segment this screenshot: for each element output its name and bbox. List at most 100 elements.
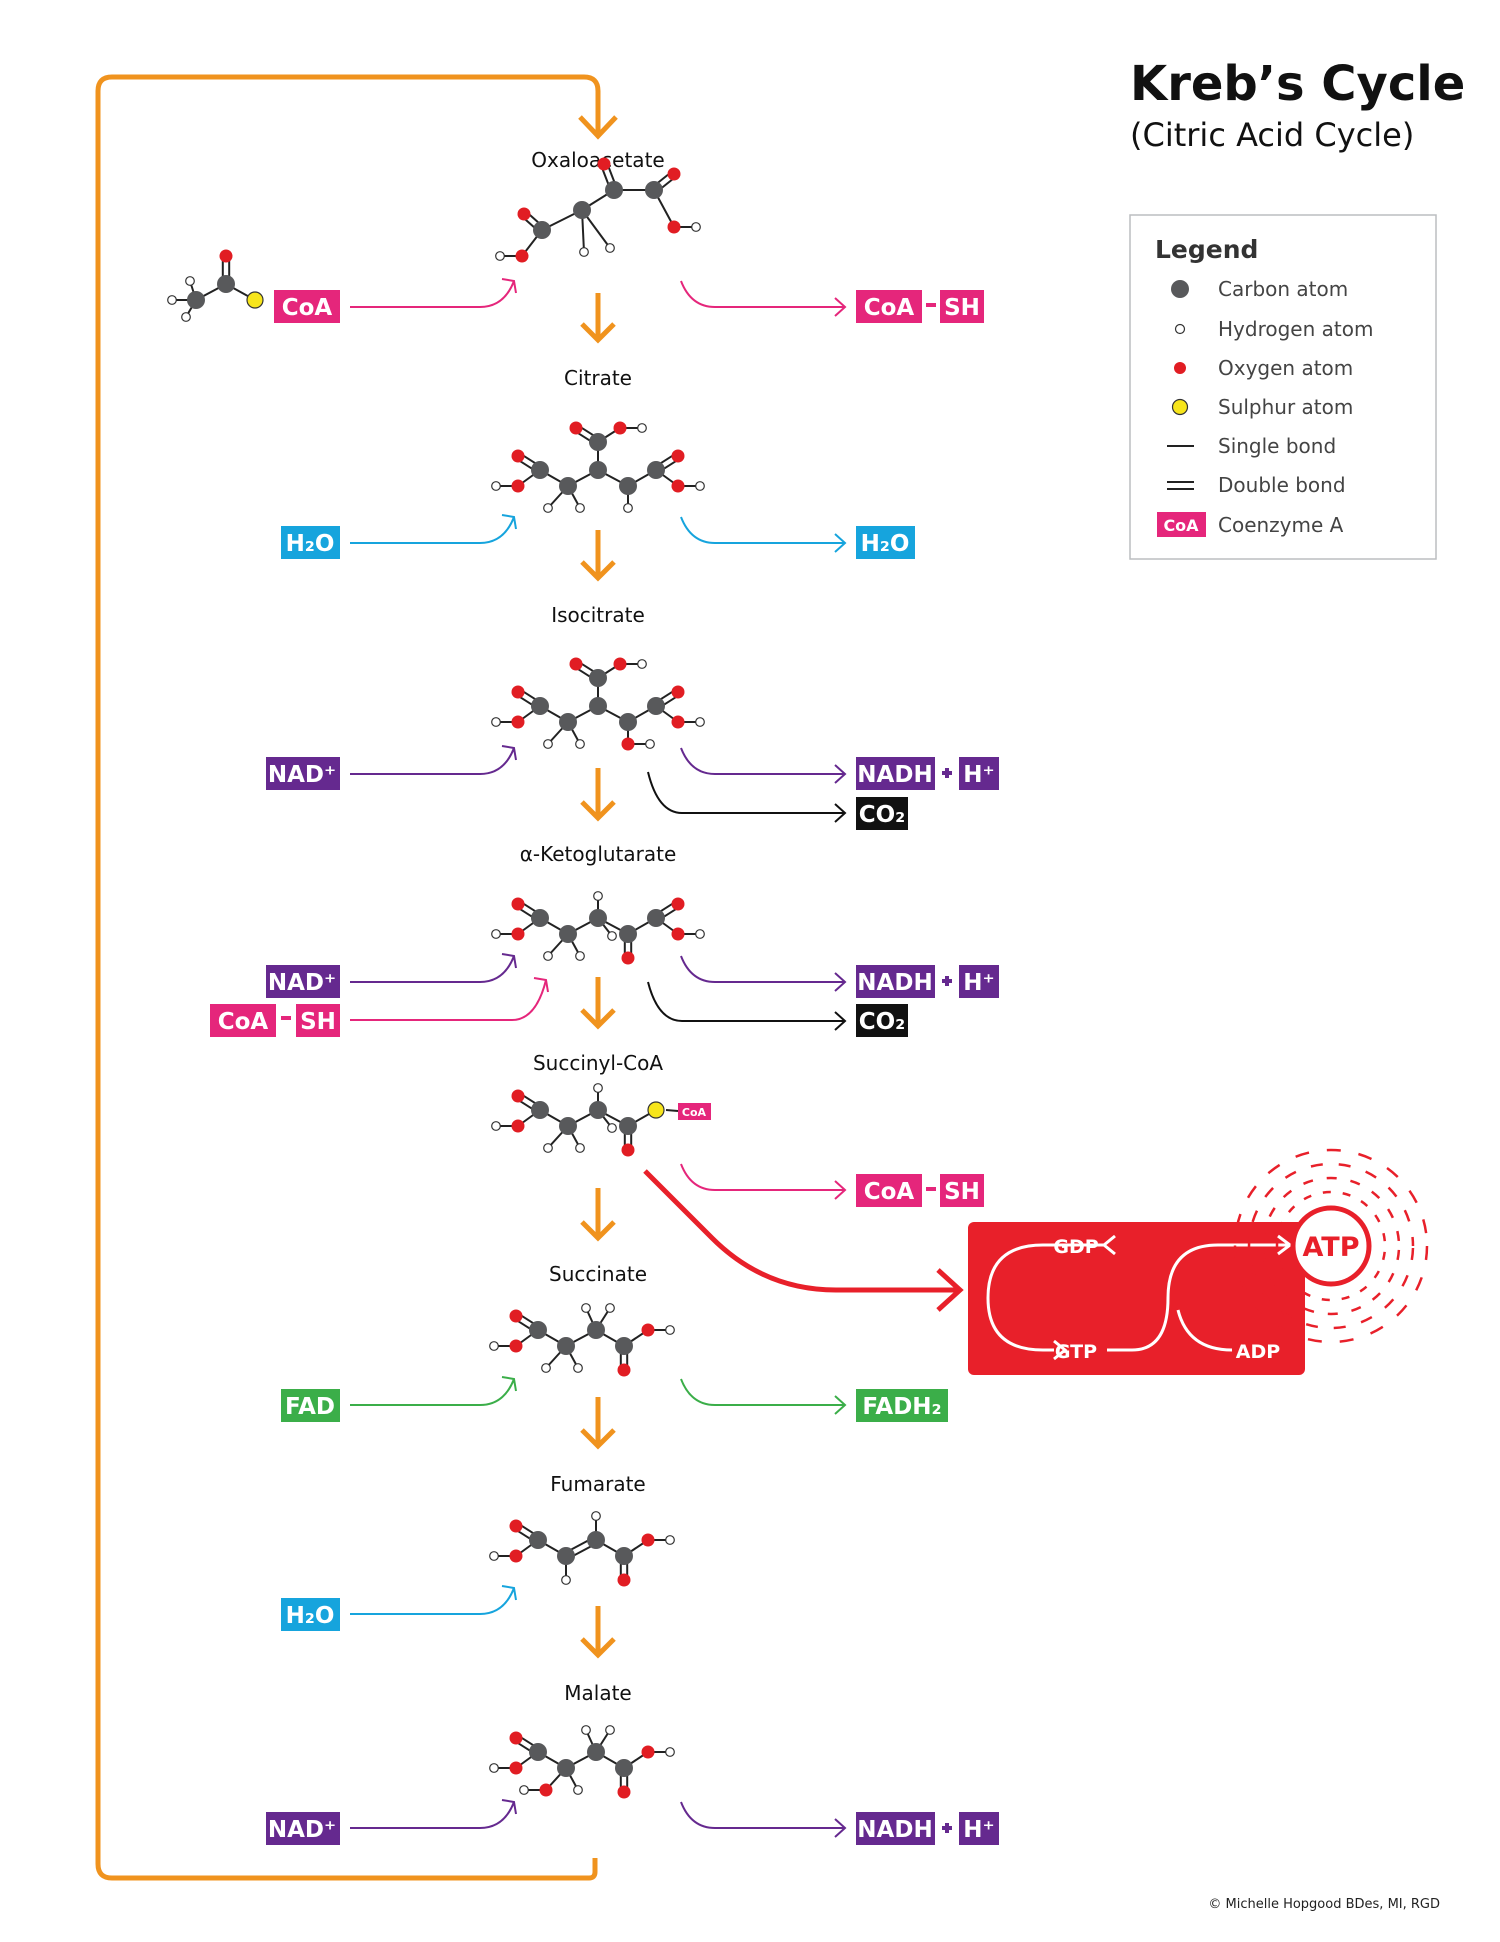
atp-glow-ring [1261,1176,1401,1316]
input-arrow-head [501,1376,517,1392]
carbon-atom [559,1117,577,1135]
gdp-label: GDP [1053,1236,1098,1258]
carbon-atom [647,697,665,715]
subtitle: (Citric Acid Cycle) [1130,116,1414,154]
carbon-atom [559,713,577,731]
input-arrow [350,1378,515,1406]
step-arrow-head [580,1637,616,1659]
carbon-atom [559,925,577,943]
carbon-atom [531,909,549,927]
input-nad-badge-1 [266,757,340,790]
output-arrow [680,955,845,983]
oxygen-atom [509,1549,523,1563]
output-arrow-head [834,803,847,823]
output-h-text-1: H⁺ [963,762,994,788]
input-nad-text-1: NAD⁺ [268,762,336,788]
carbon-atom [619,477,637,495]
acetyl-coa-badge [274,290,340,323]
hydrogen-atom [181,312,191,322]
output-sh-badge-2 [940,1174,984,1207]
hydrogen-atom [491,481,501,491]
carbon-atom [647,909,665,927]
carbon-atom [529,1743,547,1761]
acetyl-coa-structure [167,249,264,322]
succinyl-coa-badge [678,1103,711,1120]
legend-label-single-bond: Single bond [1218,434,1336,458]
input-arrow-head [501,1585,517,1601]
output-arrow-head [834,1180,847,1200]
output-arrow-head [834,1395,847,1415]
hydrogen-atom [623,503,633,513]
carbon-atom [531,1101,549,1119]
input-nad-text-3: NAD⁺ [268,1817,336,1843]
carbon-atom [529,1531,547,1549]
output-plus-v-3 [945,1823,949,1833]
hydrogen-atom [581,1725,591,1735]
hydrogen-atom [575,951,585,961]
carbon-atom [587,1743,605,1761]
step-arrow-head [580,560,616,582]
hydrogen-atom [645,739,655,749]
carbon-atom [589,433,607,451]
gdp-arrowhead [1101,1234,1116,1256]
sulphur-atom-icon [1171,398,1189,416]
hydrogen-atom [607,931,617,941]
atp-glow-ring [1275,1190,1387,1302]
hydrogen-atom-icon [1174,323,1186,335]
oxygen-atom [617,1573,631,1587]
hydrogen-atom [575,503,585,513]
legend: Legend Carbon atom Hydrogen atom Oxygen … [1129,214,1437,560]
output-nadh-text-2: NADH [857,970,932,996]
hydrogen-atom [543,951,553,961]
carbon-atom [559,477,577,495]
step-arrow-head [580,322,616,344]
oxygen-atom [511,897,525,911]
carbon-atom [589,697,607,715]
carbon-atom [531,461,549,479]
hydrogen-atom [561,1575,571,1585]
legend-label-hydrogen: Hydrogen atom [1218,317,1373,341]
output-arrow-head [834,1011,847,1031]
input-arrow [350,280,515,308]
oxygen-atom [511,479,525,493]
fumarate-structure [489,1511,675,1587]
output-arrow [647,981,845,1022]
carbon-atom [589,669,607,687]
output-nadh-text-1: NADH [857,762,932,788]
carbon-atom [645,181,663,199]
hydrogen-atom [605,1303,615,1313]
output-arrow [680,1378,845,1406]
output-sh-text-2: SH [944,1179,980,1205]
carbon-atom [533,221,551,239]
hydrogen-atom [541,1363,551,1373]
cycle-loop-arrow [95,74,601,1881]
output-arrow-head [834,764,847,784]
oxygen-atom [509,1731,523,1745]
hydrogen-atom [543,739,553,749]
oxygen-atom [613,421,627,435]
oxygen-atom [539,1783,553,1797]
hydrogen-atom [489,1763,499,1773]
malate-structure [489,1725,675,1799]
hydrogen-atom [607,1123,617,1133]
carbon-atom [587,1321,605,1339]
adp-label: ADP [1236,1341,1280,1363]
legend-coa-badge-text: CoA [1163,516,1199,535]
input-nad-badge-3 [266,1812,340,1845]
input-water-text-1: H₂O [286,531,335,557]
output-h-text-3: H⁺ [963,1817,994,1843]
carbon-atom [589,909,607,927]
hydrogen-atom [543,1143,553,1153]
hydrogen-atom [591,1511,601,1521]
alpha-ketoglutarate-structure [491,891,705,965]
input-sh-badge [296,1004,340,1037]
molecule-name-alpha-ketoglutarate: α-Ketoglutarate [520,842,677,866]
molecule-name-malate: Malate [564,1681,631,1705]
succinate-structure [489,1303,675,1377]
carbon-atom [529,1321,547,1339]
output-nadh-text-3: NADH [857,1817,932,1843]
atp-glow-rings [1233,1148,1429,1344]
output-co2-badge-1 [856,797,908,830]
output-co2-text-2: CO₂ [859,1009,906,1035]
